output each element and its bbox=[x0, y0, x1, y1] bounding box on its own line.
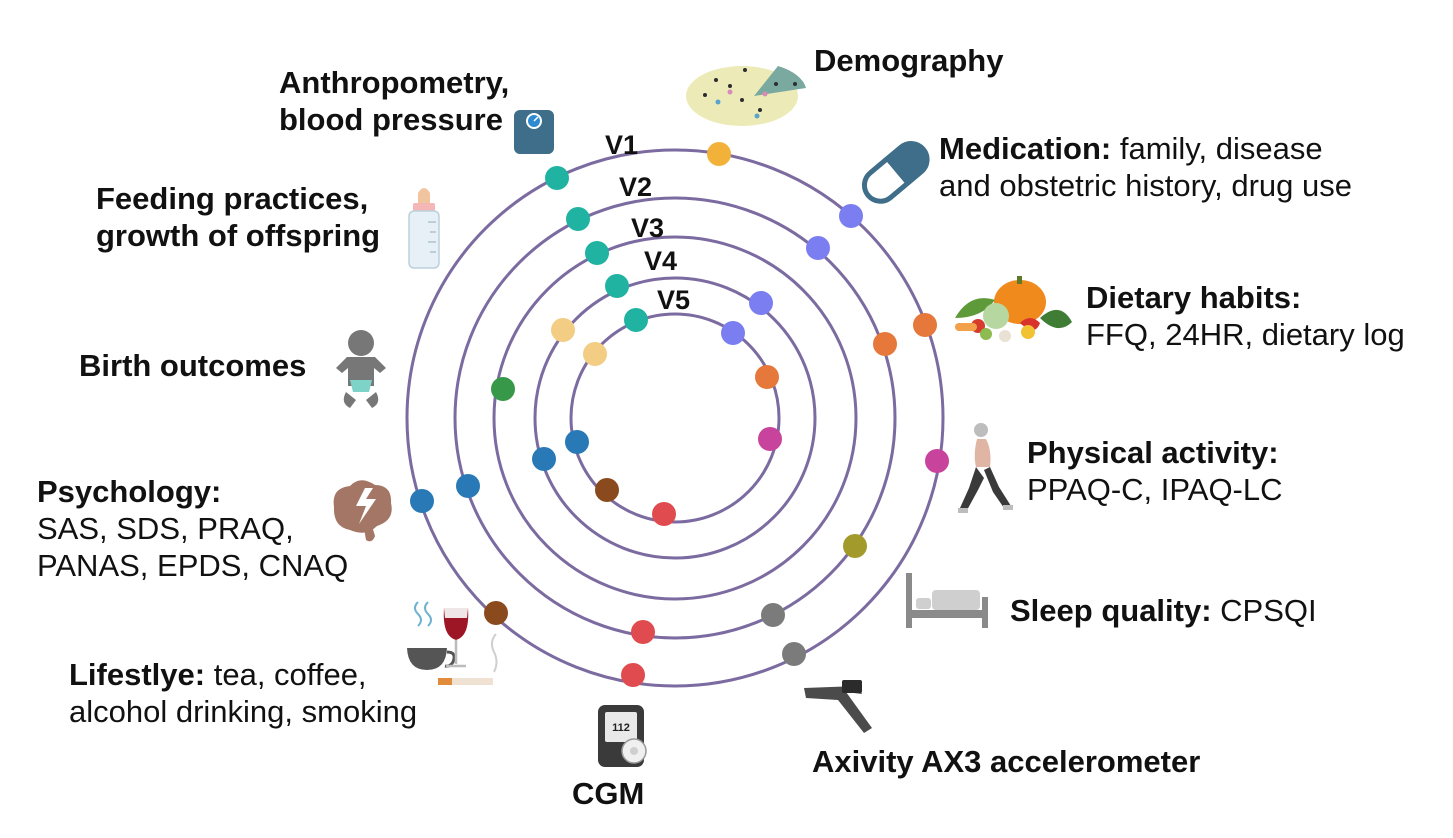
dot-v2-psychology bbox=[456, 474, 480, 498]
ring-v3 bbox=[492, 235, 858, 601]
activity-title: Physical activity: bbox=[1027, 435, 1279, 470]
dot-v1-demography bbox=[707, 142, 731, 166]
vegetables-icon bbox=[955, 276, 1072, 342]
psychology-label: Psychology: SAS, SDS, PRAQ, PANAS, EPDS,… bbox=[37, 473, 348, 584]
dot-v3-anthropometry bbox=[585, 241, 609, 265]
lifestyle-label: Lifestlye: tea, coffee, alcohol drinking… bbox=[69, 656, 417, 730]
bed-icon bbox=[906, 573, 988, 628]
lifestyle-text1: tea, coffee, bbox=[205, 657, 367, 692]
ring-v1 bbox=[405, 148, 945, 688]
dot-v1-activity bbox=[925, 449, 949, 473]
cgm-screen-value: 112 bbox=[612, 722, 630, 734]
dot-v2-diet bbox=[873, 332, 897, 356]
dot-v2-cgm bbox=[631, 620, 655, 644]
birth-label: Birth outcomes bbox=[79, 347, 306, 384]
runner-icon bbox=[958, 423, 1013, 513]
dot-v4-psychology bbox=[565, 430, 589, 454]
sleep-title: Sleep quality: bbox=[1010, 593, 1212, 628]
dot-v2-medication bbox=[806, 236, 830, 260]
v5-dots bbox=[624, 308, 782, 526]
feeding-line2: growth of offspring bbox=[96, 218, 381, 253]
psychology-title: Psychology: bbox=[37, 474, 222, 509]
v2-dots bbox=[456, 207, 897, 644]
baby-icon bbox=[336, 330, 386, 408]
anthropometry-label: Anthropometry, blood pressure bbox=[279, 64, 509, 138]
dot-v1-lifestyle bbox=[484, 601, 508, 625]
ring-v5 bbox=[569, 312, 781, 524]
dot-v4-anthropometry bbox=[605, 274, 629, 298]
anthropometry-line2: blood pressure bbox=[279, 102, 503, 137]
activity-label: Physical activity: PPAQ-C, IPAQ-LC bbox=[1027, 434, 1283, 508]
dot-v2-sleep bbox=[761, 603, 785, 627]
feeding-line1: Feeding practices, bbox=[96, 181, 369, 216]
sleep-label: Sleep quality: CPSQI bbox=[1010, 592, 1317, 629]
baby-bottle-icon bbox=[408, 188, 440, 269]
dot-v1-anthropometry bbox=[545, 166, 569, 190]
dot-v4-feeding bbox=[583, 342, 607, 366]
psychology-text2: PANAS, EPDS, CNAQ bbox=[37, 548, 349, 583]
psychology-text1: SAS, SDS, PRAQ, bbox=[37, 511, 294, 546]
dot-v2-birth bbox=[491, 377, 515, 401]
v4-dots bbox=[565, 274, 779, 502]
dot-v1-cgm bbox=[621, 663, 645, 687]
ring-label-v3: V3 bbox=[631, 213, 664, 243]
accelerometer-icon bbox=[804, 680, 872, 733]
ring-label-v1: V1 bbox=[605, 130, 638, 160]
medication-text1: family, disease bbox=[1111, 131, 1323, 166]
ring-label-v2: V2 bbox=[619, 172, 652, 202]
dot-v4-diet bbox=[755, 365, 779, 389]
birth-title: Birth outcomes bbox=[79, 348, 307, 383]
dot-v4-lifestyle bbox=[595, 478, 619, 502]
medication-title: Medication: bbox=[939, 131, 1112, 166]
dot-v5-activity bbox=[758, 427, 782, 451]
pill-capsule-icon bbox=[861, 141, 930, 204]
medication-text2: and obstetric history, drug use bbox=[939, 168, 1352, 203]
dietary-text: FFQ, 24HR, dietary log bbox=[1086, 317, 1405, 352]
anthropometry-line1: Anthropometry, bbox=[279, 65, 510, 100]
ring-v4 bbox=[533, 276, 817, 560]
dot-v3-psychology bbox=[532, 447, 556, 471]
ring-label-v5: V5 bbox=[657, 285, 690, 315]
cgm-device-icon: 112 bbox=[598, 705, 647, 767]
cgm-label: CGM bbox=[572, 775, 644, 812]
cgm-title: CGM bbox=[572, 776, 645, 811]
demography-pie-icon bbox=[686, 66, 806, 126]
sleep-text: CPSQI bbox=[1211, 593, 1317, 628]
feeding-label: Feeding practices, growth of offspring bbox=[96, 180, 380, 254]
ring-label-v4: V4 bbox=[644, 246, 677, 276]
lifestyle-text2: alcohol drinking, smoking bbox=[69, 694, 418, 729]
dot-v1-medication bbox=[839, 204, 863, 228]
dot-v3-medication bbox=[749, 291, 773, 315]
dot-v2-anthropometry bbox=[566, 207, 590, 231]
coffee-wine-cigarette-icon bbox=[407, 601, 498, 685]
activity-text: PPAQ-C, IPAQ-LC bbox=[1027, 472, 1283, 507]
v1-dots bbox=[410, 142, 949, 687]
brain-icon bbox=[333, 480, 392, 542]
ring-group bbox=[405, 148, 945, 688]
medication-label: Medication: family, disease and obstetri… bbox=[939, 130, 1352, 204]
accelerometer-label: Axivity AX3 accelerometer bbox=[812, 743, 1200, 780]
lifestyle-title: Lifestlye: bbox=[69, 657, 206, 692]
dot-v1-diet bbox=[913, 313, 937, 337]
dot-v5-anthropometry bbox=[624, 308, 648, 332]
demography-label: Demography bbox=[814, 42, 1003, 79]
scale-icon bbox=[514, 110, 554, 154]
dot-v5-medication bbox=[721, 321, 745, 345]
dot-v3-feeding bbox=[551, 318, 575, 342]
v3-dots bbox=[532, 241, 773, 471]
dot-v1-psychology bbox=[410, 489, 434, 513]
dot-v2-accelerometer bbox=[843, 534, 867, 558]
dot-v1-sleep bbox=[782, 642, 806, 666]
dietary-label: Dietary habits: FFQ, 24HR, dietary log bbox=[1086, 279, 1405, 353]
dot-v5-cgm bbox=[652, 502, 676, 526]
ring-v2 bbox=[453, 196, 897, 640]
accelerometer-title: Axivity AX3 accelerometer bbox=[812, 744, 1201, 779]
demography-title: Demography bbox=[814, 43, 1004, 78]
dietary-title: Dietary habits: bbox=[1086, 280, 1302, 315]
